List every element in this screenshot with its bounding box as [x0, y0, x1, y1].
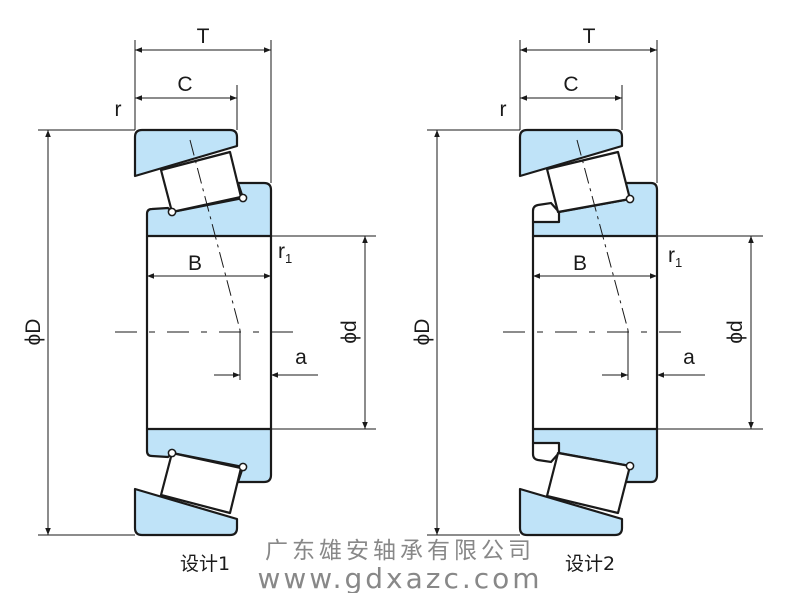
- design-2-bearing: T C r ϕD B r1 ϕd a 设计2: [411, 25, 763, 575]
- label-phi-D: ϕD: [22, 319, 45, 346]
- label-B-2: B: [573, 252, 587, 275]
- design-1-lower-section: [133, 427, 273, 537]
- label-a-2: a: [683, 346, 695, 369]
- label-phi-d-2: ϕd: [724, 320, 747, 343]
- label-phi-D-2: ϕD: [411, 319, 434, 346]
- label-C: C: [177, 73, 192, 96]
- label-T-2: T: [583, 25, 596, 48]
- design-2-lower-section: [518, 427, 659, 537]
- label-phi-d: ϕd: [338, 320, 361, 343]
- label-T: T: [197, 25, 210, 48]
- watermark-url: www.gdxazc.com: [257, 562, 542, 593]
- label-C-2: C: [563, 73, 578, 96]
- design-1-upper-section: [133, 128, 273, 238]
- roller-axis-line: [189, 139, 241, 331]
- caption-design-1: 设计1: [180, 553, 230, 575]
- label-r1-2: r1: [668, 244, 682, 270]
- watermark-company: 广东雄安轴承有限公司: [265, 538, 535, 564]
- label-a: a: [295, 346, 307, 369]
- caption-design-2: 设计2: [565, 553, 615, 575]
- label-r-2: r: [500, 98, 507, 121]
- label-r: r: [115, 98, 122, 121]
- design-1-bearing: T C r ϕD B r1 ϕd a 设计1: [22, 25, 376, 575]
- label-B: B: [188, 252, 202, 275]
- label-r1: r1: [278, 240, 292, 266]
